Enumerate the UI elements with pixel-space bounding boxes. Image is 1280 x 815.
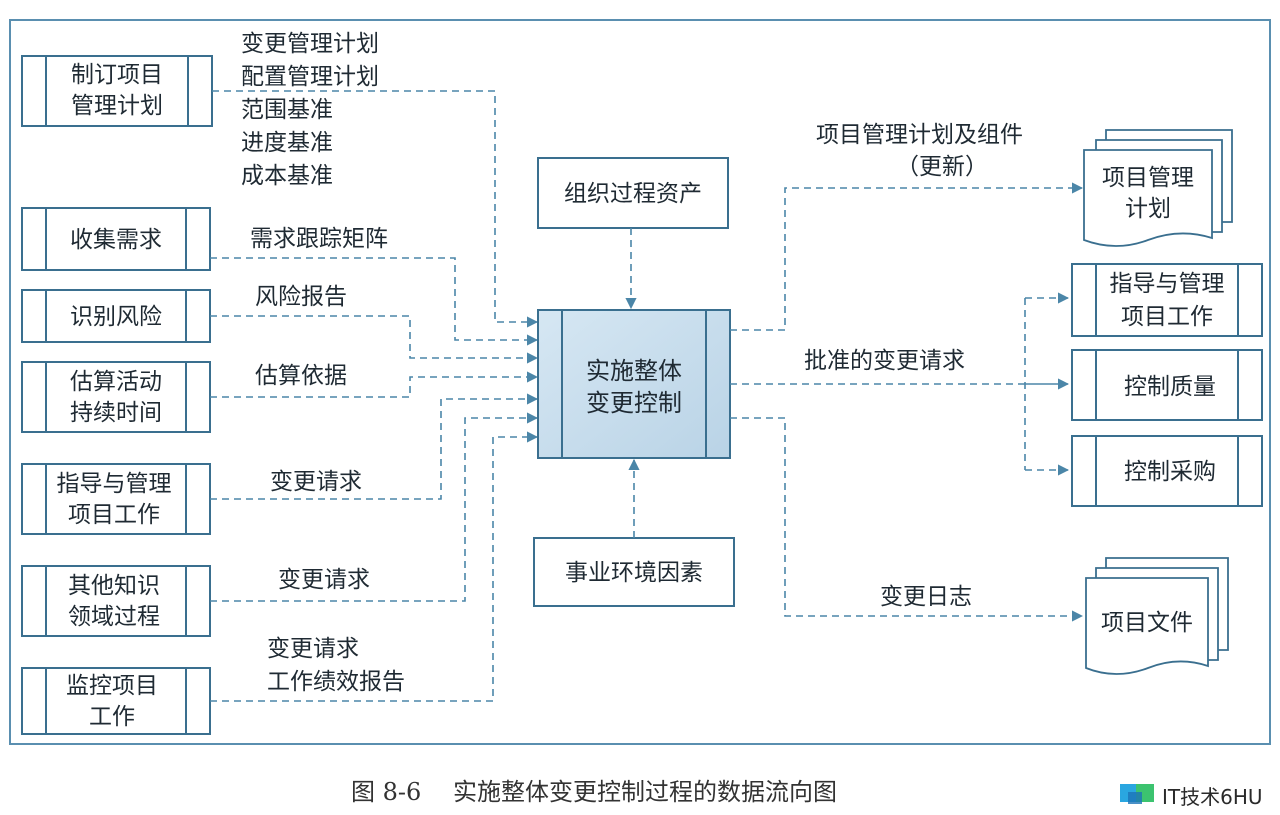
center-process-box: 实施整体 变更控制	[537, 309, 731, 459]
monitor-control-line1: 监控项目	[66, 673, 158, 699]
approved-cr-label: 批准的变更请求	[804, 348, 965, 374]
figure-caption: 实施整体变更控制过程的数据流向图	[453, 778, 837, 806]
monitor-item-2: 工作绩效报告	[267, 669, 405, 695]
process-estimate-durations: 估算活动 持续时间	[21, 361, 211, 433]
plan-components-labels: 变更管理计划 配置管理计划 范围基准 进度基准 成本基准	[241, 31, 379, 189]
plan-item-4: 进度基准	[241, 130, 333, 156]
process-collect-requirements: 收集需求	[21, 207, 211, 271]
process-develop-plan: 制订项目 管理计划	[21, 55, 213, 127]
direct-manage-out-line2: 项目工作	[1121, 304, 1213, 330]
flow-center-to-pm-plan	[730, 182, 1084, 331]
process-other-knowledge-areas: 其他知识 领域过程	[21, 565, 211, 637]
enterprise-factors-box: 事业环境因素	[533, 537, 735, 607]
flow-other-to-center	[210, 412, 539, 602]
process-control-procurement: 控制采购	[1071, 435, 1263, 507]
pm-plan-update-line1: 项目管理计划及组件	[816, 122, 1023, 148]
other-ka-line2: 领域过程	[68, 604, 160, 630]
direct-manage-in-line1: 指导与管理	[57, 471, 172, 497]
figure-number: 图 8-6	[351, 778, 421, 806]
risk-report-label: 风险报告	[255, 284, 347, 310]
watermark-text: IT技术6HU	[1162, 785, 1263, 809]
other-ka-line1: 其他知识	[68, 573, 160, 599]
estimate-duration-line1: 估算活动	[70, 369, 162, 395]
change-request-label-2: 变更请求	[278, 567, 370, 593]
plan-item-5: 成本基准	[241, 163, 333, 189]
enterprise-factors-label: 事业环境因素	[565, 560, 703, 586]
process-direct-manage-output: 指导与管理 项目工作	[1071, 263, 1263, 337]
plan-item-2: 配置管理计划	[241, 64, 379, 90]
project-docs-label: 项目文件	[1101, 610, 1193, 636]
plan-item-1: 变更管理计划	[241, 31, 379, 57]
pm-plan-doc-line1: 项目管理	[1102, 165, 1194, 191]
control-quality-label: 控制质量	[1124, 374, 1216, 400]
flow-estimate-to-center	[210, 371, 539, 398]
process-direct-manage-input: 指导与管理 项目工作	[21, 463, 211, 535]
center-line1: 实施整体	[586, 357, 682, 385]
estimate-duration-line2: 持续时间	[70, 400, 162, 426]
monitor-item-1: 变更请求	[267, 636, 359, 662]
pm-plan-update-line2: （更新）	[896, 154, 988, 180]
control-procurement-label: 控制采购	[1124, 459, 1216, 485]
pm-plan-document: 项目管理 计划	[1083, 129, 1233, 247]
req-matrix-label: 需求跟踪矩阵	[250, 226, 388, 252]
monitor-control-line2: 工作	[89, 704, 135, 730]
process-control-quality: 控制质量	[1071, 349, 1263, 421]
flow-direct-to-center	[210, 393, 539, 500]
flow-monitor-to-center	[210, 431, 539, 702]
flow-risk-to-center	[210, 315, 539, 364]
flow-center-to-docs	[730, 417, 1084, 622]
project-documents: 项目文件	[1085, 557, 1229, 675]
process-identify-risks: 识别风险	[21, 289, 211, 343]
collect-req-label: 收集需求	[70, 227, 162, 253]
develop-plan-line1: 制订项目	[71, 62, 163, 88]
process-monitor-control: 监控项目 工作	[21, 667, 211, 735]
change-request-label-1: 变更请求	[270, 469, 362, 495]
develop-plan-line2: 管理计划	[71, 93, 163, 119]
direct-manage-out-line1: 指导与管理	[1110, 271, 1225, 297]
flow-req-to-center	[210, 257, 539, 346]
identify-risk-label: 识别风险	[70, 304, 162, 330]
direct-manage-in-line2: 项目工作	[68, 502, 160, 528]
change-log-label: 变更日志	[880, 584, 972, 610]
org-process-assets-box: 组织过程资产	[537, 157, 729, 229]
center-line2: 变更控制	[586, 389, 682, 417]
watermark-logo: IT技术6HU	[1120, 784, 1263, 809]
basis-estimates-label: 估算依据	[255, 363, 347, 389]
pm-plan-doc-line2: 计划	[1125, 196, 1171, 222]
flow-plan-to-center	[212, 90, 539, 328]
org-process-assets-label: 组织过程资产	[564, 181, 702, 207]
plan-item-3: 范围基准	[241, 97, 333, 123]
